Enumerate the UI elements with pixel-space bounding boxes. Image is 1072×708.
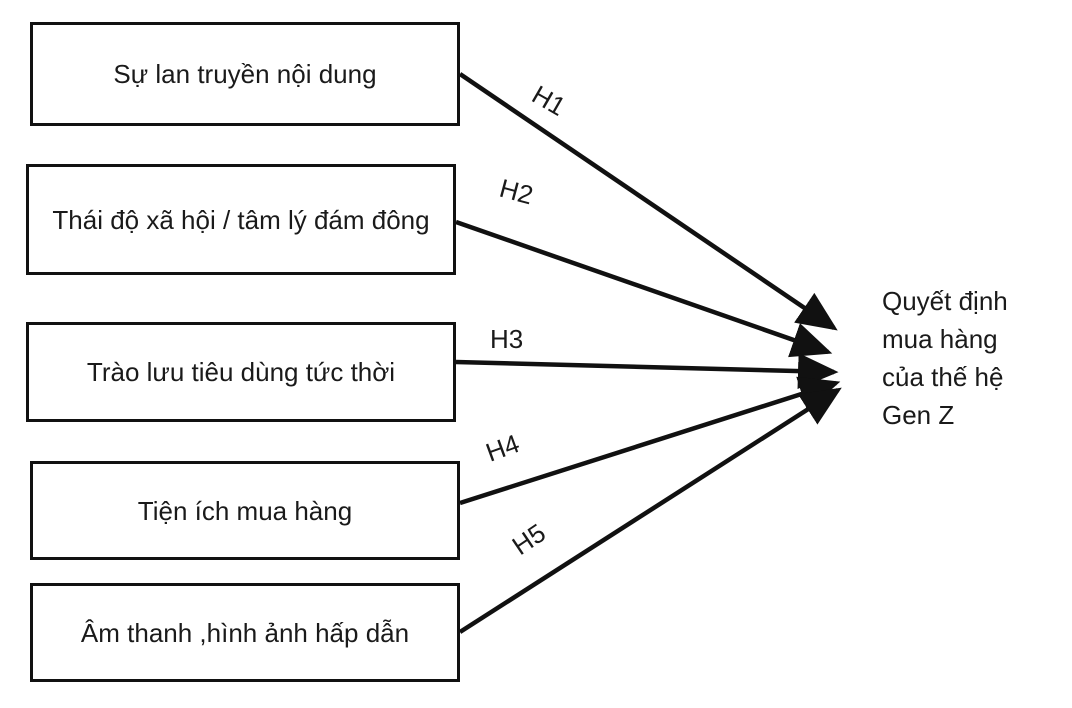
hypothesis-label-h1: H1 xyxy=(527,79,571,122)
factor-box-consumption-trend: Trào lưu tiêu dùng tức thời xyxy=(26,322,456,422)
arrow-h4 xyxy=(459,376,841,506)
factor-box-audio-visual: Âm thanh ,hình ảnh hấp dẫn xyxy=(30,583,460,682)
outcome-label: Quyết định mua hàng của thế hệ Gen Z xyxy=(882,286,1008,430)
arrow-h3 xyxy=(455,353,839,390)
hypothesis-label-h2: H2 xyxy=(496,173,536,211)
arrow-h1 xyxy=(458,72,838,331)
factor-box-content-spread: Sự lan truyền nội dung xyxy=(30,22,460,126)
factor-label: Tiện ích mua hàng xyxy=(137,495,353,526)
factor-box-social-attitude: Thái độ xã hội / tâm lý đám đông xyxy=(26,164,456,275)
arrow-h5 xyxy=(458,387,842,634)
hypothesis-label-h5: H5 xyxy=(507,518,551,561)
factor-label: Trào lưu tiêu dùng tức thời xyxy=(86,357,396,387)
hypothesis-label-h4: H4 xyxy=(482,428,524,468)
factor-label: Âm thanh ,hình ảnh hấp dẫn xyxy=(80,617,410,648)
hypothesis-label-h3: H3 xyxy=(490,324,523,354)
factor-box-shopping-convenience: Tiện ích mua hàng xyxy=(30,461,460,560)
factor-label: Sự lan truyền nội dung xyxy=(113,59,377,89)
factor-label: Thái độ xã hội / tâm lý đám đông xyxy=(52,204,430,235)
arrow-h2 xyxy=(455,219,833,358)
